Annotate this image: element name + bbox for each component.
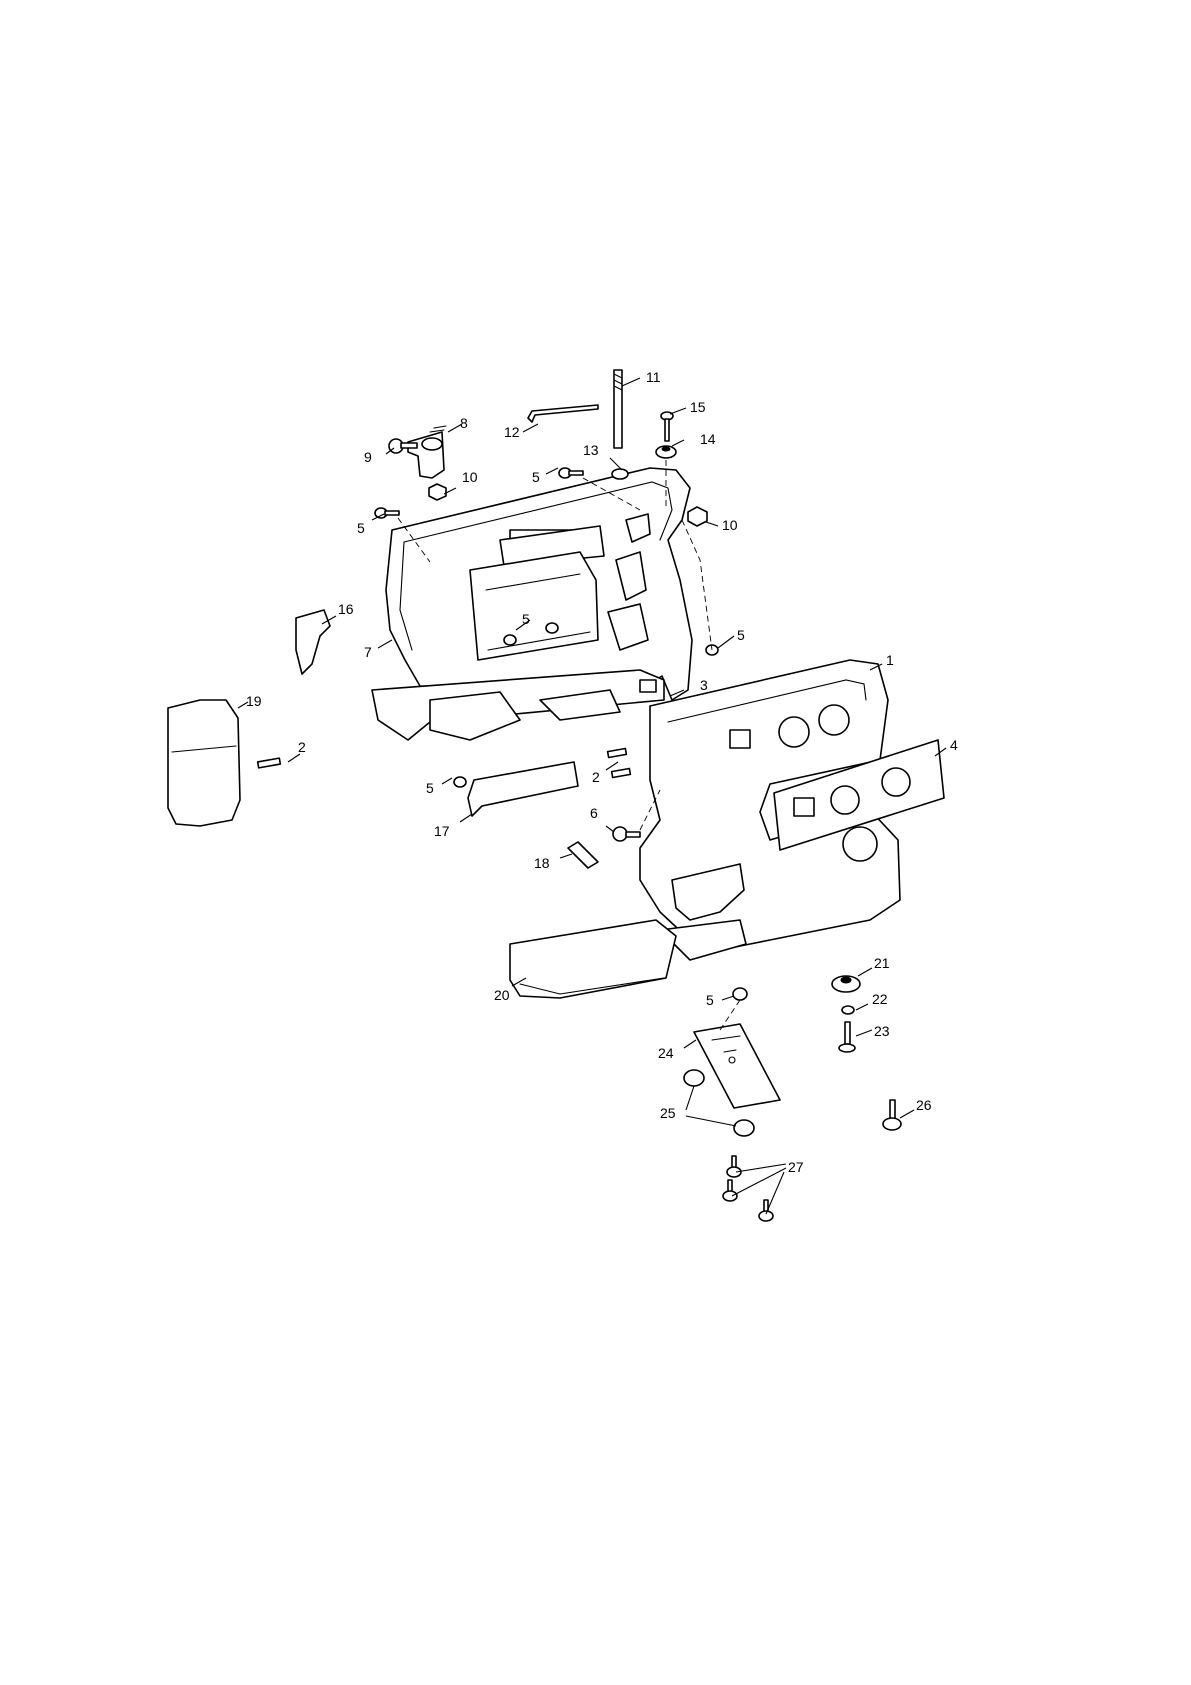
part-foot-21: [832, 976, 860, 992]
callout-3: 3: [700, 677, 708, 693]
callout-6: 6: [590, 805, 598, 821]
callout-5-bottom: 5: [706, 992, 714, 1008]
part-base-frame-3: [372, 670, 664, 740]
callout-11: 11: [646, 369, 661, 385]
callout-25: 25: [660, 1105, 676, 1121]
callout-18: 18: [534, 855, 550, 871]
callout-27: 27: [788, 1159, 804, 1175]
callout-5-top: 5: [532, 469, 540, 485]
part-washer-14: [656, 446, 676, 458]
part-screw-6: [613, 827, 640, 841]
part-clip-18: [568, 842, 598, 868]
callout-12: 12: [504, 424, 520, 440]
callout-5-left: 5: [357, 520, 365, 536]
callout-2-left: 2: [298, 739, 306, 755]
part-end-cap-19: [168, 700, 240, 826]
callout-16: 16: [338, 601, 354, 617]
part-base-cover-20: [510, 920, 676, 998]
callout-5-lower-left: 5: [426, 780, 434, 796]
part-bracket-8: [408, 426, 446, 478]
part-washer-22: [842, 1006, 854, 1014]
part-screws-27: [723, 1156, 773, 1221]
callout-7: 7: [364, 644, 372, 660]
callout-14: 14: [700, 431, 716, 447]
callout-21: 21: [874, 955, 890, 971]
callout-15: 15: [690, 399, 706, 415]
part-shaft-11: [614, 370, 622, 448]
part-screw-23: [839, 1022, 855, 1052]
callout-26: 26: [916, 1097, 932, 1113]
part-nut-10-upper: [429, 484, 446, 500]
part-wire-12: [528, 405, 598, 422]
callout-24: 24: [658, 1045, 674, 1061]
callout-2-center: 2: [592, 769, 600, 785]
part-screw-15: [661, 412, 673, 441]
callout-13: 13: [583, 442, 599, 458]
callout-20: 20: [494, 987, 510, 1003]
part-long-cover-17: [468, 762, 578, 816]
callout-23: 23: [874, 1023, 890, 1039]
callout-17: 17: [434, 823, 450, 839]
part-nut-10-right: [688, 507, 707, 526]
callout-19: 19: [246, 693, 262, 709]
part-ring-13: [612, 469, 628, 479]
part-plate-24: [694, 1024, 780, 1108]
callout-4: 4: [950, 737, 958, 753]
part-rear-shell-7: [386, 468, 692, 700]
callout-5-right: 5: [737, 627, 745, 643]
part-pin-2-left: [258, 758, 281, 768]
callout-5-middle: 5: [522, 611, 530, 627]
callout-9: 9: [364, 449, 372, 465]
callout-10-upper: 10: [462, 469, 478, 485]
part-cover-16: [296, 610, 330, 674]
callout-22: 22: [872, 991, 888, 1007]
part-screw-26: [883, 1100, 901, 1130]
callout-8: 8: [460, 415, 468, 431]
callout-1: 1: [886, 652, 894, 668]
part-pin-2-center: [608, 748, 631, 777]
callout-10-right: 10: [722, 517, 738, 533]
